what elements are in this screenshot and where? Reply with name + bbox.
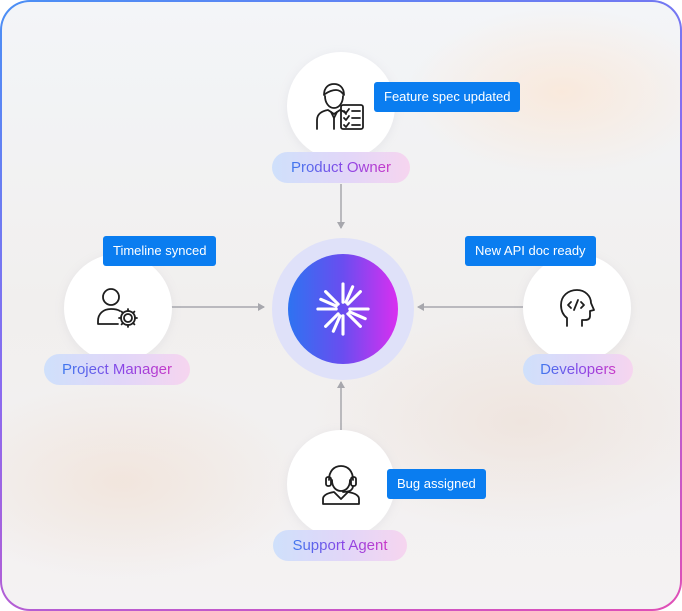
node-support-agent — [287, 430, 395, 538]
sparkle-icon — [316, 282, 370, 336]
node-project-manager — [64, 254, 172, 362]
label-developers-text: Developers — [540, 361, 616, 378]
label-developers: Developers — [523, 354, 633, 385]
label-product-owner-text: Product Owner — [290, 159, 392, 176]
label-project-manager: Project Manager — [44, 354, 190, 385]
central-hub — [288, 254, 398, 364]
node-developers — [523, 254, 631, 362]
label-support-agent-text: Support Agent — [292, 537, 388, 554]
developer-icon — [560, 289, 595, 327]
message-support-agent: Bug assigned — [387, 469, 486, 499]
message-project-manager: Timeline synced — [103, 236, 217, 266]
project-manager-icon — [97, 288, 138, 328]
message-developers: New API doc ready — [465, 236, 596, 266]
support-agent-icon — [322, 465, 360, 505]
label-support-agent: Support Agent — [273, 530, 407, 561]
label-product-owner: Product Owner — [272, 152, 410, 183]
label-project-manager-text: Project Manager — [61, 361, 173, 378]
product-owner-icon — [316, 83, 364, 130]
message-product-owner: Feature spec updated — [374, 82, 521, 112]
